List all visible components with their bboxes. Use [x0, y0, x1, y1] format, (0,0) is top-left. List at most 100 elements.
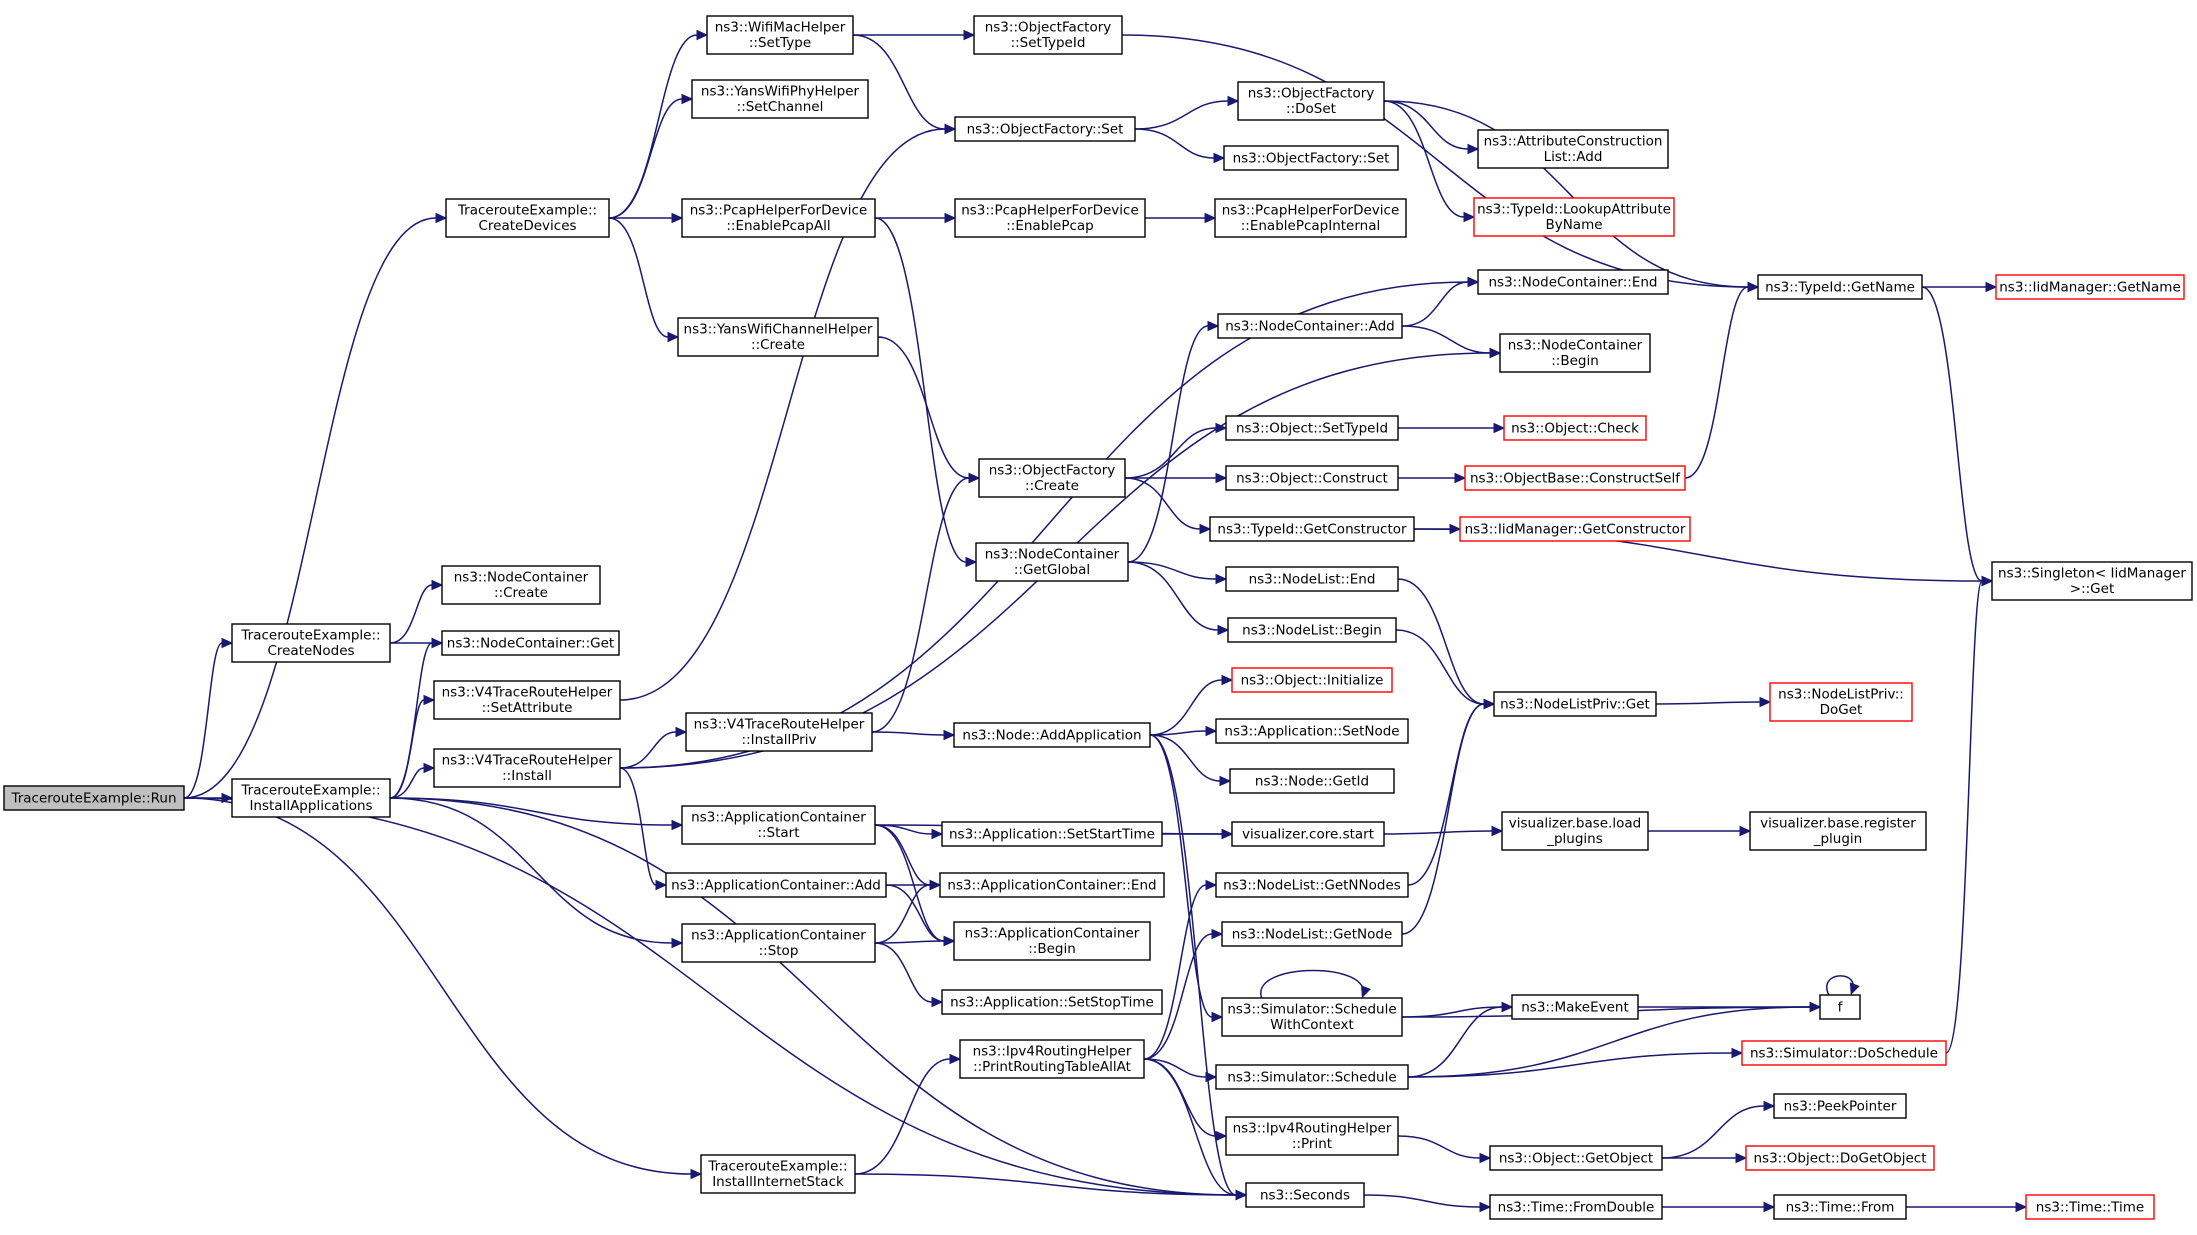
node-vizStart[interactable]: visualizer.core.start — [1231, 821, 1385, 847]
node-label: CreateNodes — [267, 643, 354, 659]
node-tidGetName[interactable]: ns3::TypeId::GetName — [1757, 274, 1923, 300]
node-acAdd[interactable]: ns3::ApplicationContainer::Add — [665, 872, 887, 898]
node-peekPointer[interactable]: ns3::PeekPointer — [1773, 1093, 1907, 1119]
edge-line — [1149, 734, 1221, 782]
edge-line — [1407, 1006, 1811, 1078]
node-acEnd[interactable]: ns3::ApplicationContainer::End — [939, 872, 1165, 898]
node-timeTime[interactable]: ns3::Time::Time — [2025, 1194, 2155, 1220]
node-label: visualizer.base.register — [1760, 816, 1916, 832]
node-ncAdd[interactable]: ns3::NodeContainer::Add — [1217, 313, 1403, 339]
node-ofDoSet[interactable]: ns3::ObjectFactory::DoSet — [1237, 81, 1385, 121]
node-box — [1214, 198, 1407, 238]
node-v4InstallPriv[interactable]: ns3::V4TraceRouteHelper::InstallPriv — [685, 712, 873, 752]
node-acStop[interactable]: ns3::ApplicationContainer::Stop — [681, 923, 876, 963]
node-seconds[interactable]: ns3::Seconds — [1245, 1182, 1365, 1208]
node-label: visualizer.core.start — [1242, 826, 1374, 842]
node-simSched[interactable]: ns3::Simulator::Schedule — [1215, 1064, 1409, 1090]
node-ofSet2[interactable]: ns3::ObjectFactory::Set — [1223, 145, 1399, 171]
node-v4SetAttr[interactable]: ns3::V4TraceRouteHelper::SetAttribute — [433, 680, 621, 720]
node-nlBegin[interactable]: ns3::NodeList::Begin — [1227, 617, 1397, 643]
node-nlGetN[interactable]: ns3::NodeList::GetNNodes — [1215, 872, 1409, 898]
node-tidGetCtor[interactable]: ns3::TypeId::GetConstructor — [1209, 516, 1415, 542]
node-pcapInternal[interactable]: ns3::PcapHelperForDevice::EnablePcapInte… — [1214, 198, 1407, 238]
node-makeEvent[interactable]: ns3::MakeEvent — [1511, 994, 1639, 1020]
node-ofCreate[interactable]: ns3::ObjectFactory::Create — [978, 458, 1126, 498]
node-singletonGet[interactable]: ns3::Singleton< IidManager>::Get — [1991, 561, 2193, 601]
edge-v4InstallPriv-to-ofCreate — [871, 472, 981, 733]
node-objConstruct[interactable]: ns3::Object::Construct — [1225, 465, 1399, 491]
node-ncBegin[interactable]: ns3::NodeContainer::Begin — [1499, 333, 1651, 373]
edge-arrowhead — [1493, 422, 1506, 434]
node-installStack[interactable]: TracerouteExample::InstallInternetStack — [700, 1154, 856, 1194]
node-label: >::Get — [2070, 581, 2114, 597]
node-appSetStart[interactable]: ns3::Application::SetStartTime — [941, 821, 1163, 847]
node-ncGet[interactable]: ns3::NodeContainer::Get — [441, 630, 620, 656]
node-acBegin[interactable]: ns3::ApplicationContainer::Begin — [953, 921, 1151, 961]
node-nlpGet[interactable]: ns3::NodeListPriv::Get — [1493, 691, 1657, 717]
node-ncGetGlobal[interactable]: ns3::NodeContainer::GetGlobal — [975, 542, 1129, 582]
edge-vizStart-to-vizLoad — [1383, 825, 1504, 837]
node-pcapAll[interactable]: ns3::PcapHelperForDevice::EnablePcapAll — [681, 198, 876, 238]
edge-objGetObject-to-peekPointer — [1661, 1100, 1776, 1159]
edge-arrowhead — [423, 694, 436, 706]
edge-ncGetGlobal-to-ncAdd — [1127, 320, 1220, 563]
node-appSetStop[interactable]: ns3::Application::SetStopTime — [941, 989, 1163, 1015]
node-yansPhySetChannel[interactable]: ns3::YansWifiPhyHelper::SetChannel — [691, 79, 869, 119]
node-iidGetCtor[interactable]: ns3::IidManager::GetConstructor — [1459, 516, 1691, 542]
edge-arrowhead — [1489, 347, 1502, 359]
edge-line — [1260, 969, 1364, 999]
node-acStart[interactable]: ns3::ApplicationContainer::Start — [681, 805, 876, 845]
node-f[interactable]: f — [1819, 994, 1861, 1020]
node-ipv4Print[interactable]: ns3::Ipv4RoutingHelper::PrintRoutingTabl… — [959, 1039, 1145, 1079]
node-timeFromDouble[interactable]: ns3::Time::FromDouble — [1489, 1194, 1663, 1220]
node-nlGetNode[interactable]: ns3::NodeList::GetNode — [1221, 921, 1403, 947]
node-objInit[interactable]: ns3::Object::Initialize — [1231, 667, 1393, 693]
node-simDoSched[interactable]: ns3::Simulator::DoSchedule — [1741, 1040, 1947, 1066]
node-v4Install[interactable]: ns3::V4TraceRouteHelper::Install — [433, 748, 621, 788]
node-objSetTypeId[interactable]: ns3::Object::SetTypeId — [1225, 415, 1399, 441]
node-nlEnd[interactable]: ns3::NodeList::End — [1225, 566, 1399, 592]
edge-line — [1383, 100, 1749, 288]
node-ofSet[interactable]: ns3::ObjectFactory::Set — [954, 116, 1136, 142]
edge-arrowhead — [1735, 1152, 1748, 1164]
node-nodeGetId[interactable]: ns3::Node::GetId — [1229, 768, 1395, 794]
node-timeFrom[interactable]: ns3::Time::From — [1773, 1194, 1907, 1220]
node-yansChanCreate[interactable]: ns3::YansWifiChannelHelper::Create — [677, 317, 879, 357]
node-vizLoad[interactable]: visualizer.base.load_plugins — [1501, 811, 1649, 851]
node-run[interactable]: TracerouteExample::Run — [3, 785, 185, 811]
node-iidGetName[interactable]: ns3::IidManager::GetName — [1995, 274, 2185, 300]
node-objBaseCS[interactable]: ns3::ObjectBase::ConstructSelf — [1464, 465, 1686, 491]
node-objCheck[interactable]: ns3::Object::Check — [1503, 415, 1647, 441]
node-wifiMacSetType[interactable]: ns3::WifiMacHelper::SetType — [706, 15, 854, 55]
node-createDevices[interactable]: TracerouteExample::CreateDevices — [445, 198, 610, 238]
node-objGetObject[interactable]: ns3::Object::GetObject — [1489, 1145, 1663, 1171]
edge-line — [1655, 701, 1761, 705]
edge-line — [389, 699, 425, 799]
node-createNodes[interactable]: TracerouteExample::CreateNodes — [231, 623, 391, 663]
node-label: ns3::Time::FromDouble — [1498, 1199, 1655, 1215]
edge-simSchedCtx-to-simSchedCtx — [1260, 969, 1371, 999]
edge-arrowhead — [1227, 95, 1240, 107]
node-box — [1231, 667, 1393, 693]
node-installApps[interactable]: TracerouteExample::InstallApplications — [231, 778, 391, 818]
node-nodeAddApp[interactable]: ns3::Node::AddApplication — [953, 722, 1151, 748]
node-ofSetTypeId[interactable]: ns3::ObjectFactory::SetTypeId — [973, 15, 1123, 55]
node-ipv4Print2[interactable]: ns3::Ipv4RoutingHelper::Print — [1225, 1116, 1399, 1156]
edge-arrowhead — [667, 331, 680, 343]
node-objDoGetObject[interactable]: ns3::Object::DoGetObject — [1745, 1145, 1935, 1171]
node-pcapEnable[interactable]: ns3::PcapHelperForDevice::EnablePcap — [954, 198, 1146, 238]
node-nlpDoGet[interactable]: ns3::NodeListPriv::DoGet — [1769, 682, 1913, 722]
node-vizRegister[interactable]: visualizer.base.register_plugin — [1749, 811, 1927, 851]
edge-arrowhead — [944, 123, 957, 135]
edge-installApps-to-acStop — [389, 797, 684, 949]
edge-simSched-to-makeEvent — [1407, 1001, 1514, 1078]
node-label: ns3::ApplicationContainer::End — [947, 877, 1156, 893]
edge-arrowhead — [1215, 1130, 1228, 1142]
edge-arrowhead — [1205, 879, 1218, 891]
node-ncEnd[interactable]: ns3::NodeContainer::End — [1477, 269, 1669, 295]
node-ncCreate[interactable]: ns3::NodeContainer::Create — [441, 565, 601, 605]
node-appSetNode[interactable]: ns3::Application::SetNode — [1215, 718, 1409, 744]
